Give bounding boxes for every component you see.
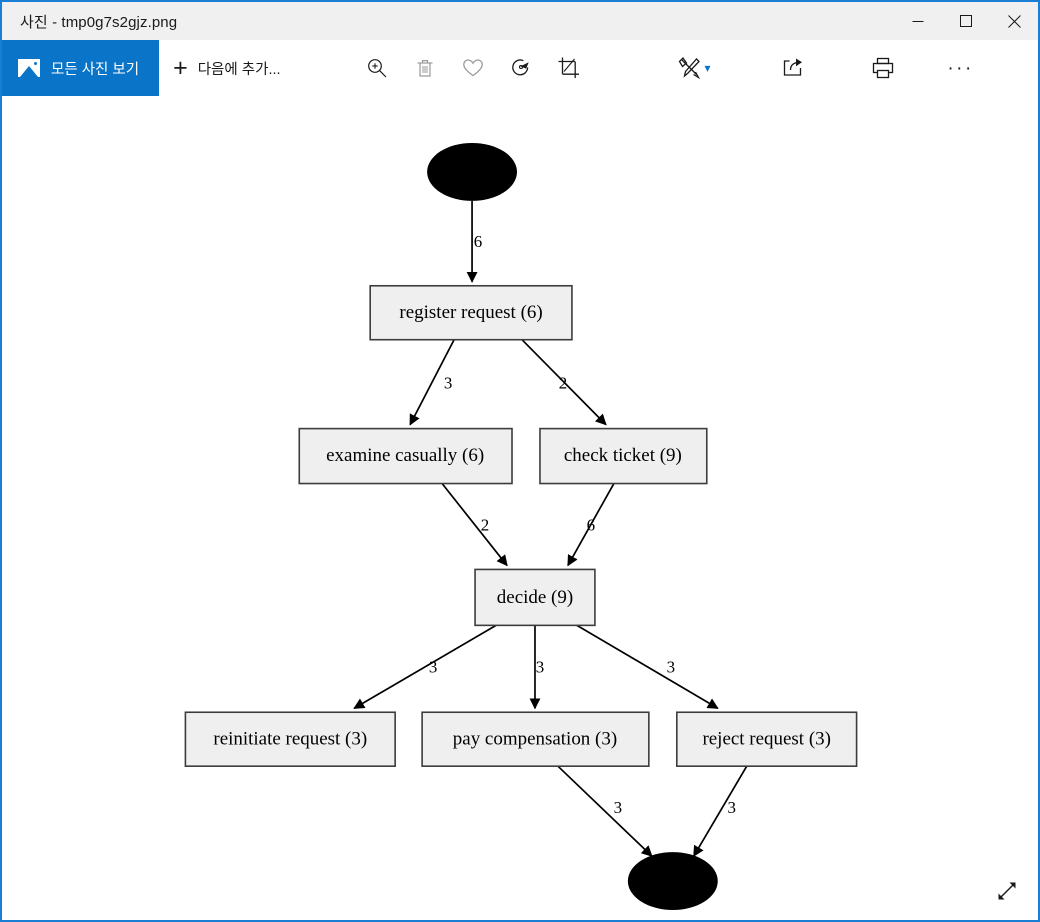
draw-button[interactable] bbox=[665, 40, 713, 96]
edge-decide-reinitiate bbox=[353, 624, 497, 709]
edge-label-reject-end: 3 bbox=[728, 798, 736, 817]
node-label-decide: decide (9) bbox=[497, 587, 573, 608]
delete-icon bbox=[417, 60, 433, 77]
toolbar-gap-4 bbox=[817, 40, 859, 96]
node-end bbox=[627, 852, 718, 911]
node-label-pay-compensation: pay compensation (3) bbox=[453, 729, 617, 750]
draw-icon bbox=[678, 56, 700, 80]
plus-icon: + bbox=[173, 53, 188, 82]
maximize-button[interactable] bbox=[942, 2, 990, 40]
more-icon: ··· bbox=[947, 57, 974, 79]
title-bar: 사진 - tmp0g7s2gjz.png bbox=[2, 2, 1038, 40]
window-controls bbox=[894, 2, 1038, 40]
node-label-reject-request: reject request (3) bbox=[702, 729, 831, 750]
node-decide: decide (9) bbox=[474, 568, 596, 627]
crop-button[interactable] bbox=[545, 40, 593, 96]
rotate-button[interactable] bbox=[497, 40, 545, 96]
node-examine-casually: examine casually (6) bbox=[298, 427, 513, 485]
add-to-label: 다음에 추가... bbox=[197, 61, 281, 78]
close-button[interactable] bbox=[990, 2, 1038, 40]
node-label-check-ticket: check ticket (9) bbox=[564, 445, 682, 466]
photo-icon bbox=[18, 59, 40, 77]
node-label-examine-casually: examine casually (6) bbox=[326, 445, 484, 466]
share-icon bbox=[783, 58, 802, 76]
edge-label-decide-reinitiate: 3 bbox=[429, 657, 437, 676]
edge-label-layer: 6 3 2 2 6 3 3 3 3 3 bbox=[429, 232, 736, 817]
edge-label-decide-pay: 3 bbox=[536, 657, 544, 676]
node-start bbox=[427, 142, 518, 201]
toolbar-gap-3 bbox=[723, 40, 769, 96]
zoom-icon bbox=[367, 59, 386, 78]
add-to-button[interactable]: + 다음에 추가... bbox=[159, 40, 294, 96]
edge-layer bbox=[353, 200, 748, 858]
minimize-button[interactable] bbox=[894, 2, 942, 40]
node-check-ticket: check ticket (9) bbox=[539, 427, 708, 485]
edge-label-register-examine: 3 bbox=[444, 374, 452, 393]
image-canvas[interactable]: 6 3 2 2 6 3 3 3 3 3 register request (6) bbox=[2, 97, 1038, 920]
more-button[interactable]: ··· bbox=[937, 40, 985, 96]
toolbar-gap bbox=[295, 40, 353, 96]
crop-icon bbox=[558, 57, 579, 78]
rotate-icon bbox=[511, 59, 529, 76]
heart-icon bbox=[462, 59, 483, 77]
maximize-icon bbox=[960, 15, 972, 27]
all-photos-button[interactable]: 모든 사진 보기 bbox=[2, 40, 160, 96]
draw-options-button[interactable]: ▾ bbox=[705, 40, 723, 96]
minimize-icon bbox=[912, 21, 924, 22]
node-register-request: register request (6) bbox=[369, 284, 573, 341]
toolbar-end-gap bbox=[985, 40, 993, 96]
node-pay-compensation: pay compensation (3) bbox=[421, 711, 650, 767]
edge-reject-end bbox=[693, 765, 748, 858]
edge-label-examine-decide: 2 bbox=[481, 515, 489, 534]
toolbar-gap-2 bbox=[593, 40, 665, 96]
print-button[interactable] bbox=[859, 40, 907, 96]
zoom-button[interactable] bbox=[353, 40, 401, 96]
chevron-down-icon: ▾ bbox=[704, 61, 711, 75]
edge-label-check-decide: 6 bbox=[587, 515, 595, 534]
print-icon bbox=[872, 57, 893, 79]
share-button[interactable] bbox=[769, 40, 817, 96]
edge-decide-reject bbox=[576, 624, 719, 709]
delete-button[interactable] bbox=[401, 40, 449, 96]
expand-button[interactable] bbox=[990, 874, 1024, 908]
edge-examine-decide bbox=[441, 483, 508, 567]
edge-label-start-register: 6 bbox=[474, 232, 482, 251]
edge-check-decide bbox=[567, 483, 615, 567]
all-photos-label: 모든 사진 보기 bbox=[51, 61, 140, 78]
toolbar: 모든 사진 보기 + 다음에 추가... bbox=[2, 40, 1038, 97]
close-icon bbox=[1007, 14, 1021, 28]
edge-label-register-check: 2 bbox=[559, 374, 567, 393]
window-title: 사진 - tmp0g7s2gjz.png bbox=[20, 13, 178, 31]
favorite-button[interactable] bbox=[449, 40, 497, 96]
process-diagram: 6 3 2 2 6 3 3 3 3 3 register request (6) bbox=[184, 142, 858, 911]
edge-pay-end bbox=[557, 765, 653, 857]
node-layer: register request (6) examine casually (6… bbox=[184, 142, 858, 911]
node-reject-request: reject request (3) bbox=[676, 711, 858, 767]
node-label-reinitiate-request: reinitiate request (3) bbox=[213, 729, 367, 750]
expand-icon bbox=[998, 882, 1016, 900]
node-reinitiate-request: reinitiate request (3) bbox=[184, 711, 396, 767]
edge-label-pay-end: 3 bbox=[614, 798, 622, 817]
edge-label-decide-reject: 3 bbox=[667, 657, 675, 676]
edge-register-check bbox=[521, 339, 607, 426]
edge-register-examine bbox=[409, 339, 455, 426]
toolbar-gap-5 bbox=[907, 40, 937, 96]
node-label-register-request: register request (6) bbox=[399, 302, 542, 323]
